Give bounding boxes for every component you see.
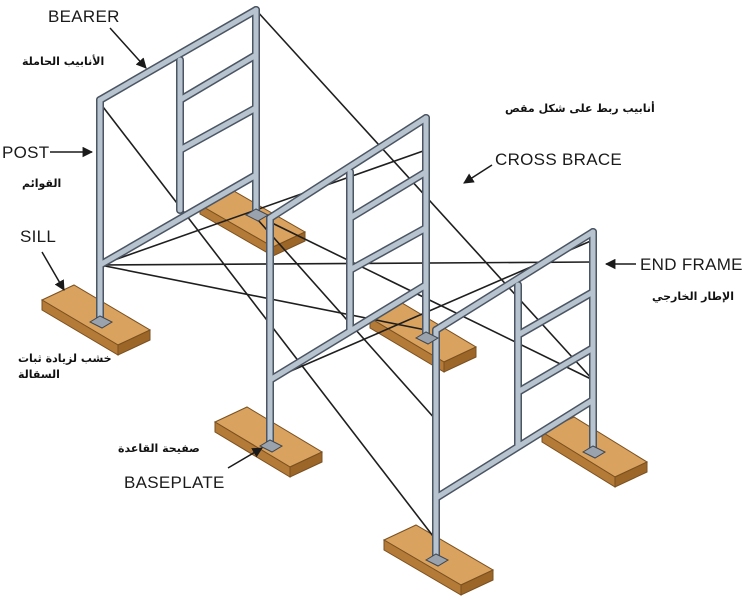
- label-sill-arabic-1: خشب لزيادة ثبات: [18, 352, 112, 365]
- arrow-cross-brace: [463, 164, 493, 184]
- label-post: POST: [2, 143, 50, 162]
- label-cross-brace: CROSS BRACE: [495, 150, 622, 169]
- label-cross-brace-arabic: أنابيب ربط على شكل مقص: [505, 101, 655, 115]
- arrow-sill: [41, 251, 65, 291]
- label-sill: SILL: [20, 227, 56, 246]
- baseplates: [88, 208, 607, 567]
- label-baseplate-arabic: صفيحة القاعدة: [118, 442, 200, 455]
- label-bearer-arabic: الأنابيب الحاملة: [22, 54, 104, 68]
- arrow-bearer: [109, 27, 147, 69]
- label-baseplate: BASEPLATE: [124, 473, 225, 492]
- label-end-frame-arabic: الإطار الخارجي: [652, 290, 734, 303]
- label-sill-arabic-2: السقالة: [18, 368, 60, 381]
- arrow-baseplate: [227, 447, 263, 469]
- label-post-arabic: القوائم: [22, 177, 61, 190]
- frame-tubes: [96, 6, 597, 564]
- label-bearer: BEARER: [48, 7, 120, 26]
- label-end-frame: END FRAME: [640, 255, 743, 274]
- labels: BEARER الأنابيب الحاملة POST القوائم SIL…: [2, 7, 743, 492]
